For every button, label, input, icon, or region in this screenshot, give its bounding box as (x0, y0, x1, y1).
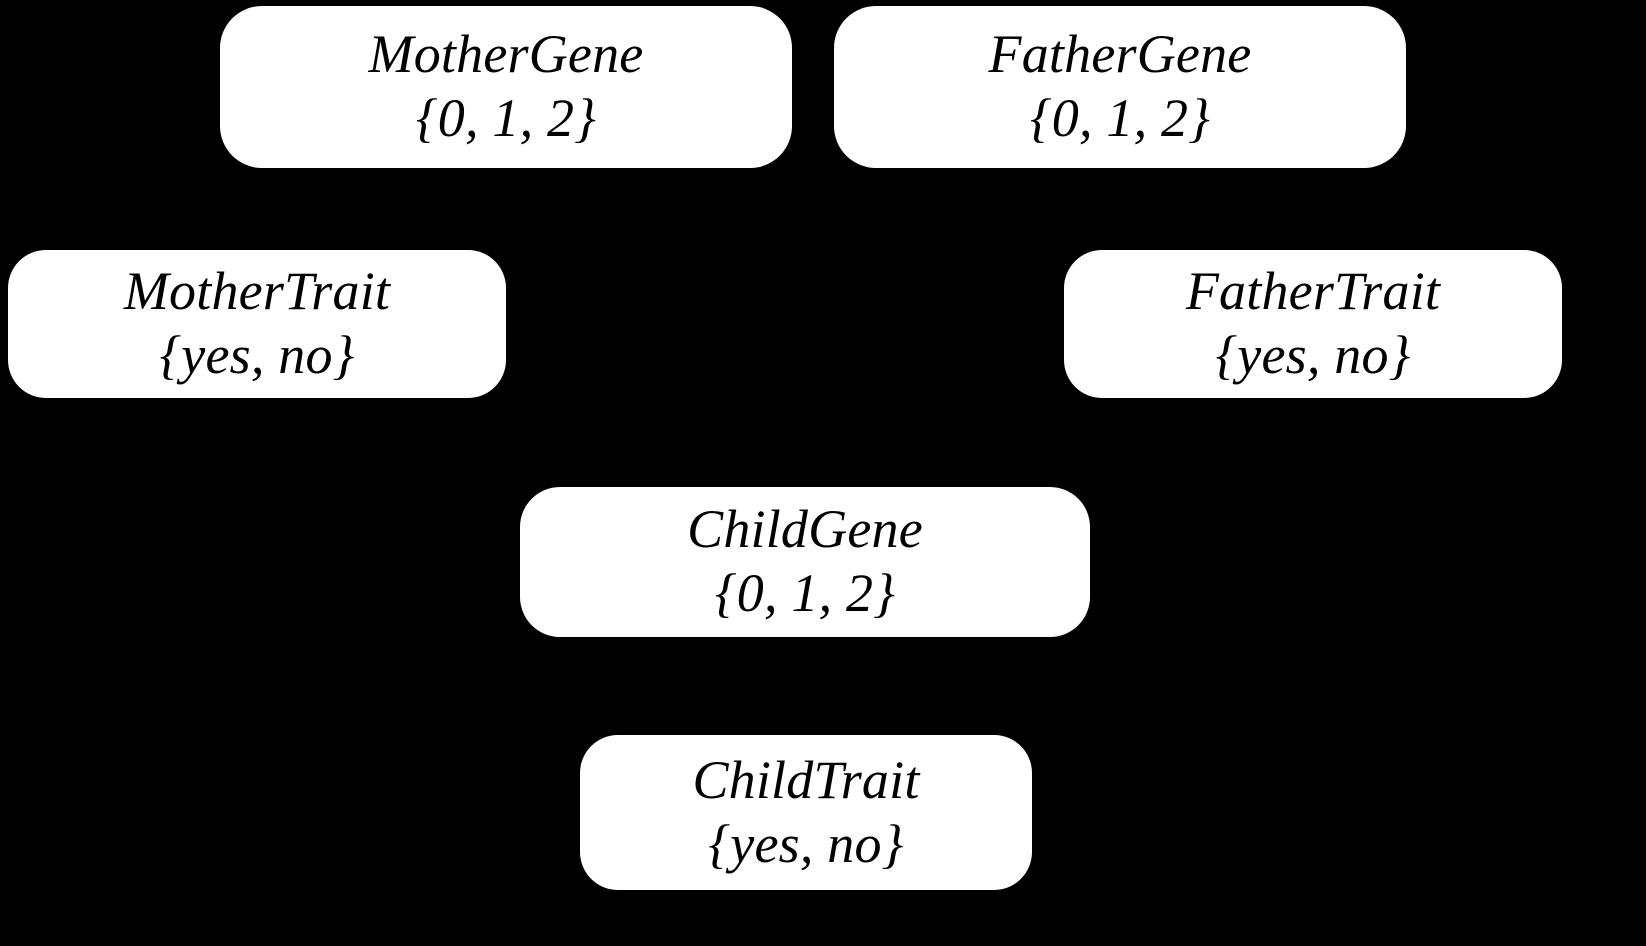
node-child-gene[interactable]: ChildGene {0, 1, 2} (520, 487, 1090, 637)
node-father-gene-label: FatherGene (988, 24, 1252, 85)
node-mother-trait-domain: {yes, no} (159, 325, 355, 385)
node-mother-gene[interactable]: MotherGene {0, 1, 2} (220, 6, 792, 168)
node-father-gene[interactable]: FatherGene {0, 1, 2} (834, 6, 1406, 168)
node-father-trait-label: FatherTrait (1185, 261, 1441, 322)
node-mother-gene-domain: {0, 1, 2} (416, 88, 596, 148)
node-child-trait-domain: {yes, no} (708, 813, 904, 874)
node-mother-gene-label: MotherGene (368, 24, 644, 85)
node-child-trait[interactable]: ChildTrait {yes, no} (580, 735, 1032, 890)
node-mother-trait[interactable]: MotherTrait {yes, no} (8, 250, 506, 398)
node-mother-trait-label: MotherTrait (123, 261, 391, 322)
node-child-gene-label: ChildGene (687, 499, 923, 560)
node-child-trait-label: ChildTrait (692, 749, 920, 810)
node-child-gene-domain: {0, 1, 2} (715, 563, 895, 623)
node-father-trait-domain: {yes, no} (1215, 325, 1411, 385)
node-father-trait[interactable]: FatherTrait {yes, no} (1064, 250, 1562, 398)
node-father-gene-domain: {0, 1, 2} (1030, 88, 1210, 148)
